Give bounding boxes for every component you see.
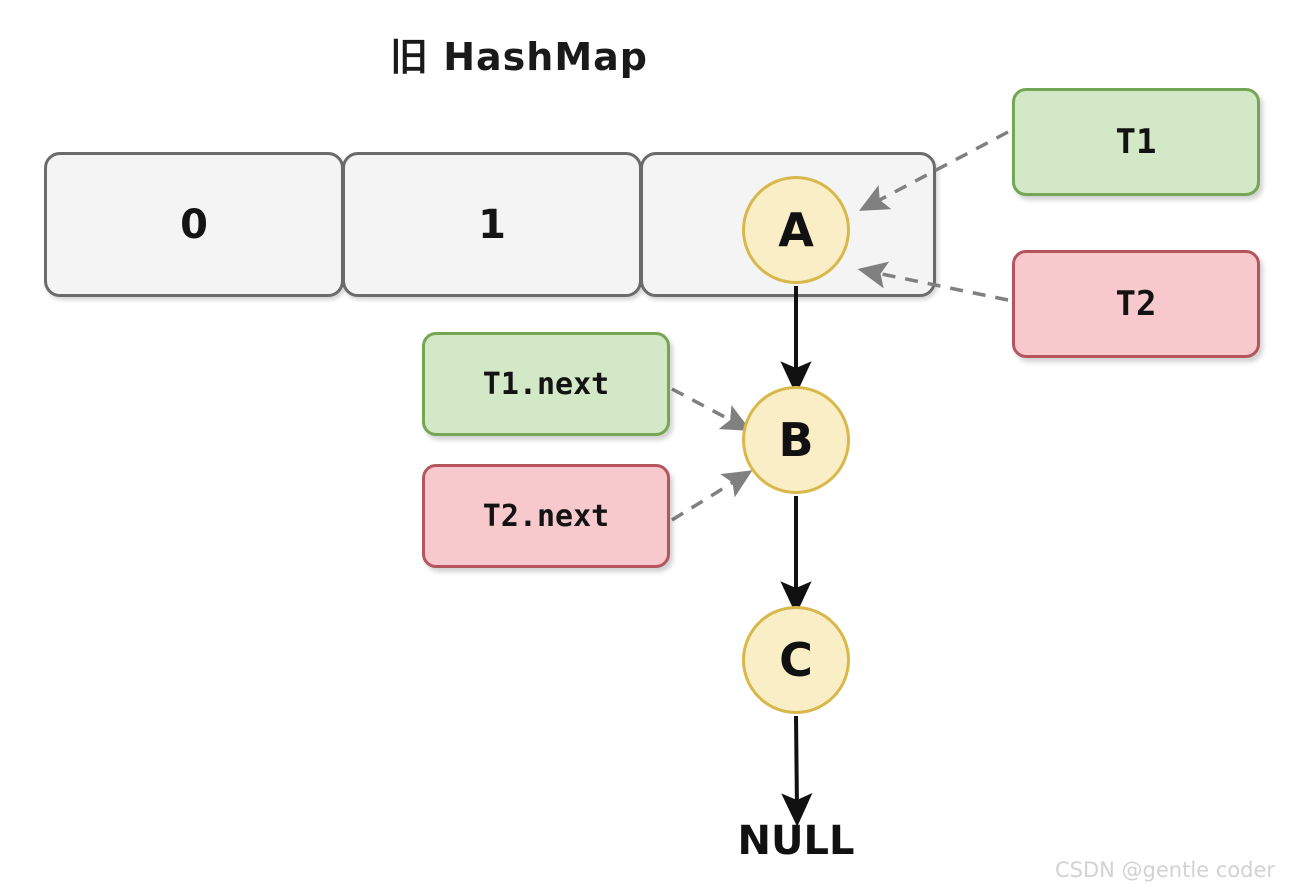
annotation-label-t2: T2 bbox=[1115, 284, 1157, 324]
node-label-a: A bbox=[778, 203, 814, 257]
annotation-label-t2-next: T2.next bbox=[482, 498, 610, 534]
bucket-cell-0[interactable]: 0 bbox=[44, 152, 344, 297]
null-terminator-label: NULL bbox=[737, 818, 855, 864]
node-label-b: B bbox=[778, 413, 814, 467]
bucket-label-0: 0 bbox=[180, 201, 208, 248]
node-label-c: C bbox=[779, 633, 813, 687]
annotation-box-t1[interactable]: T1 bbox=[1012, 88, 1260, 196]
bucket-cell-1[interactable]: 1 bbox=[342, 152, 642, 297]
bucket-label-1: 1 bbox=[478, 201, 506, 248]
annotation-box-t1-next[interactable]: T1.next bbox=[422, 332, 670, 436]
list-node-b[interactable]: B bbox=[742, 386, 850, 494]
list-node-a[interactable]: A bbox=[742, 176, 850, 284]
list-node-c[interactable]: C bbox=[742, 606, 850, 714]
page-title: 旧 HashMap bbox=[390, 35, 649, 79]
watermark-text: CSDN @gentle coder bbox=[1055, 858, 1276, 882]
annotation-box-t2-next[interactable]: T2.next bbox=[422, 464, 670, 568]
annotation-label-t1: T1 bbox=[1115, 122, 1157, 162]
annotation-box-t2[interactable]: T2 bbox=[1012, 250, 1260, 358]
annotation-label-t1-next: T1.next bbox=[482, 366, 610, 402]
